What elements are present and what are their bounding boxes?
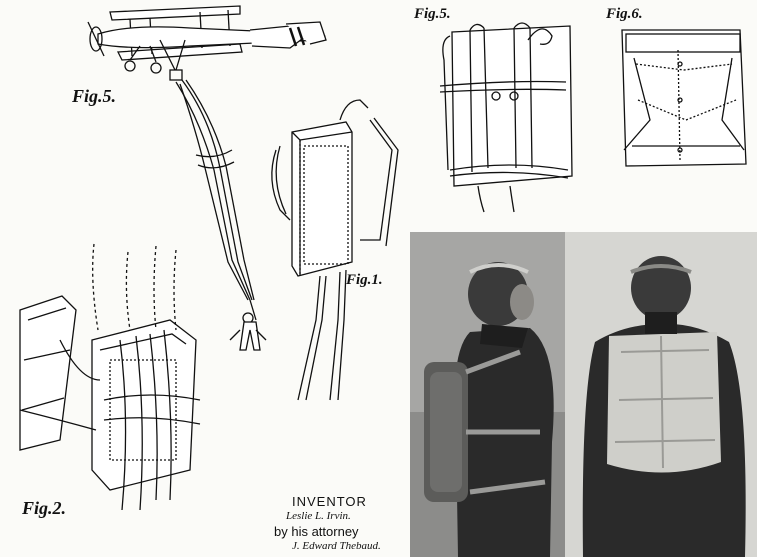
inventor-signature: Leslie L. Irvin. [286,510,351,522]
photo-rear-view [565,232,757,557]
fig1-label: Fig.1. [346,272,383,288]
fig1-pack-illustration [271,99,399,401]
attorney-by-line: by his attorney [274,524,359,539]
photo-side-view-art [410,232,565,557]
inventor-heading: INVENTOR [292,494,367,509]
patent-line-art-left [19,5,399,511]
jacket-shape [454,328,554,557]
rear-pack-shape [607,332,721,473]
photo-side-view [410,232,565,557]
fig6-pack-illustration [621,29,747,167]
fig5-right-label: Fig.5. [414,6,451,22]
photo-rear-view-art [565,232,757,557]
fig2-harness-illustration [19,243,201,511]
patent-drawing-right: Fig.5. Fig.6. [410,0,757,232]
attorney-signature: J. Edward Thebaud. [292,540,381,552]
goggles-shape [469,263,529,274]
fig2-label: Fig.2. [22,498,67,518]
fig6-label: Fig.6. [606,6,643,22]
patent-drawing-left: Fig.5. Fig.1. Fig.2. INVENTOR Leslie L. … [19,5,399,552]
patent-line-art-right [439,22,747,213]
fig5-right-pack-illustration [439,22,573,213]
fig5-left-label: Fig.5. [72,86,117,106]
parachutist-illustration [229,312,267,351]
rear-helmet-shape [631,256,691,320]
biplane-illustration [87,5,327,81]
canopy-illustration [175,79,257,321]
